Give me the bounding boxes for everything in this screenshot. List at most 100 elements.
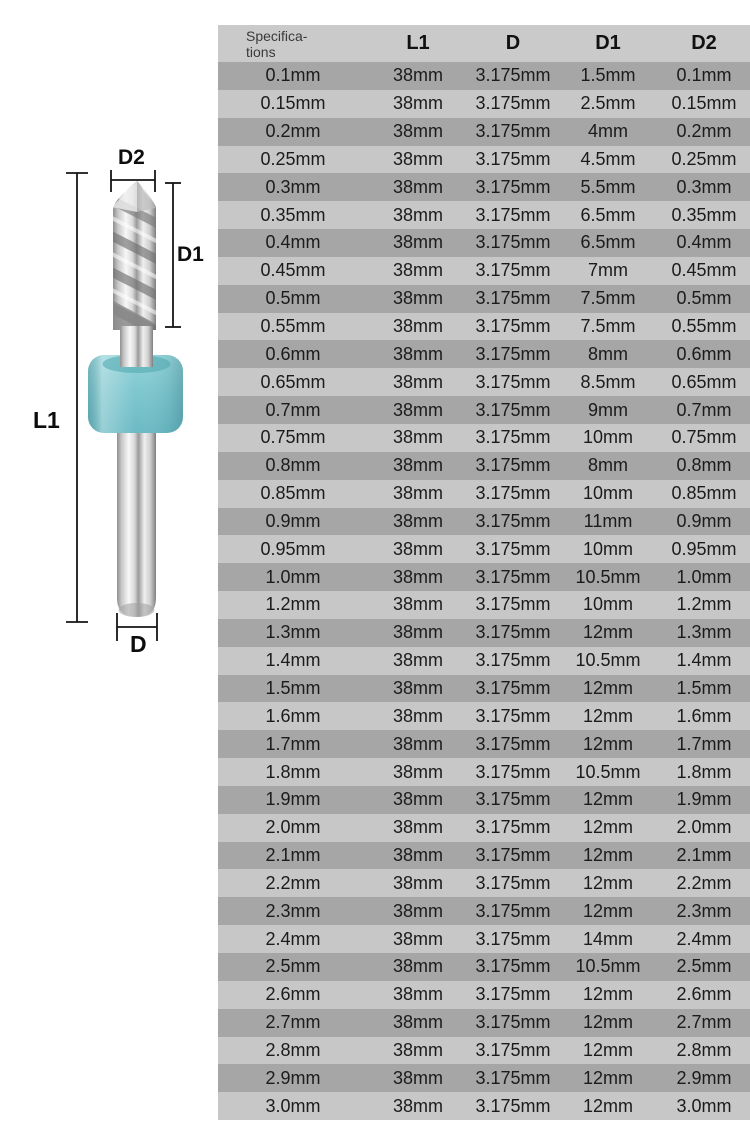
cell-d: 3.175mm: [475, 594, 551, 615]
cell-d: 3.175mm: [475, 371, 551, 392]
cell-d: 3.175mm: [475, 483, 551, 504]
cell-d1: 10mm: [582, 594, 633, 615]
cell-d: 3.175mm: [475, 455, 551, 476]
cell-l1: 38mm: [392, 872, 443, 893]
cell-spec: 0.65mm: [260, 371, 326, 392]
cell-l1: 38mm: [392, 733, 443, 754]
cell-d: 3.175mm: [475, 677, 551, 698]
cell-d2: 0.55mm: [671, 316, 737, 337]
cell-d: 3.175mm: [475, 121, 551, 142]
cell-d2: 0.6mm: [676, 343, 732, 364]
cell-spec: 0.1mm: [265, 65, 321, 86]
cell-l1: 38mm: [392, 817, 443, 838]
dimension-lines: [66, 170, 181, 641]
cell-d: 3.175mm: [475, 1039, 551, 1060]
cell-d: 3.175mm: [475, 761, 551, 782]
cell-l1: 38mm: [392, 594, 443, 615]
cell-spec: 1.9mm: [265, 789, 321, 810]
cell-d2: 0.7mm: [676, 399, 732, 420]
cell-spec: 2.7mm: [265, 1012, 321, 1033]
cell-l1: 38mm: [392, 900, 443, 921]
cell-spec: 0.85mm: [260, 483, 326, 504]
cell-spec: 0.35mm: [260, 204, 326, 225]
cell-l1: 38mm: [392, 1067, 443, 1088]
cell-l1: 38mm: [392, 956, 443, 977]
cell-d1: 6.5mm: [580, 204, 636, 225]
cell-spec: 0.25mm: [260, 148, 326, 169]
header-specifications-line1: Specifica-: [246, 27, 308, 44]
cell-d2: 0.65mm: [671, 371, 737, 392]
cell-spec: 2.6mm: [265, 984, 321, 1005]
cell-d2: 0.9mm: [676, 510, 732, 531]
cell-d1: 12mm: [582, 900, 633, 921]
cell-l1: 38mm: [392, 371, 443, 392]
cell-d: 3.175mm: [475, 65, 551, 86]
header-specifications-line2: tions: [246, 43, 276, 60]
cell-l1: 38mm: [392, 566, 443, 587]
cell-d: 3.175mm: [475, 343, 551, 364]
cell-d2: 0.2mm: [676, 121, 732, 142]
cell-spec: 0.3mm: [265, 176, 321, 197]
cell-d2: 0.85mm: [671, 483, 737, 504]
cell-d1: 12mm: [582, 817, 633, 838]
cell-spec: 0.75mm: [260, 427, 326, 448]
cell-l1: 38mm: [392, 483, 443, 504]
cell-d2: 1.4mm: [676, 650, 732, 671]
drill-shank: [117, 433, 156, 617]
cell-d1: 5.5mm: [580, 176, 636, 197]
cell-l1: 38mm: [392, 148, 443, 169]
cell-d: 3.175mm: [475, 789, 551, 810]
cell-spec: 0.45mm: [260, 260, 326, 281]
cell-d2: 0.25mm: [671, 148, 737, 169]
cell-d: 3.175mm: [475, 288, 551, 309]
cell-d: 3.175mm: [475, 1067, 551, 1088]
cell-d1: 12mm: [582, 1067, 633, 1088]
cell-spec: 2.1mm: [265, 845, 321, 866]
cell-d1: 7.5mm: [580, 316, 636, 337]
cell-spec: 0.95mm: [260, 538, 326, 559]
cell-d2: 1.0mm: [676, 566, 732, 587]
cell-spec: 3.0mm: [265, 1095, 321, 1116]
cell-spec: 2.0mm: [265, 817, 321, 838]
cell-d1: 2.5mm: [580, 93, 636, 114]
cell-d2: 0.8mm: [676, 455, 732, 476]
cell-d: 3.175mm: [475, 399, 551, 420]
cell-d1: 7mm: [588, 260, 628, 281]
cell-d2: 0.4mm: [676, 232, 732, 253]
cell-d2: 0.95mm: [671, 538, 737, 559]
cell-d2: 1.2mm: [676, 594, 732, 615]
cell-spec: 1.7mm: [265, 733, 321, 754]
cell-spec: 0.4mm: [265, 232, 321, 253]
cell-d2: 2.5mm: [676, 956, 732, 977]
cell-d1: 4mm: [588, 121, 628, 142]
cell-d: 3.175mm: [475, 928, 551, 949]
cell-d: 3.175mm: [475, 93, 551, 114]
cell-d1: 12mm: [582, 789, 633, 810]
cell-d2: 0.35mm: [671, 204, 737, 225]
cell-l1: 38mm: [392, 232, 443, 253]
cell-spec: 0.7mm: [265, 399, 321, 420]
cell-d2: 1.3mm: [676, 622, 732, 643]
cell-d: 3.175mm: [475, 427, 551, 448]
cell-d2: 2.9mm: [676, 1067, 732, 1088]
cell-spec: 0.6mm: [265, 343, 321, 364]
cell-spec: 1.4mm: [265, 650, 321, 671]
cell-l1: 38mm: [392, 845, 443, 866]
cell-d1: 12mm: [582, 872, 633, 893]
